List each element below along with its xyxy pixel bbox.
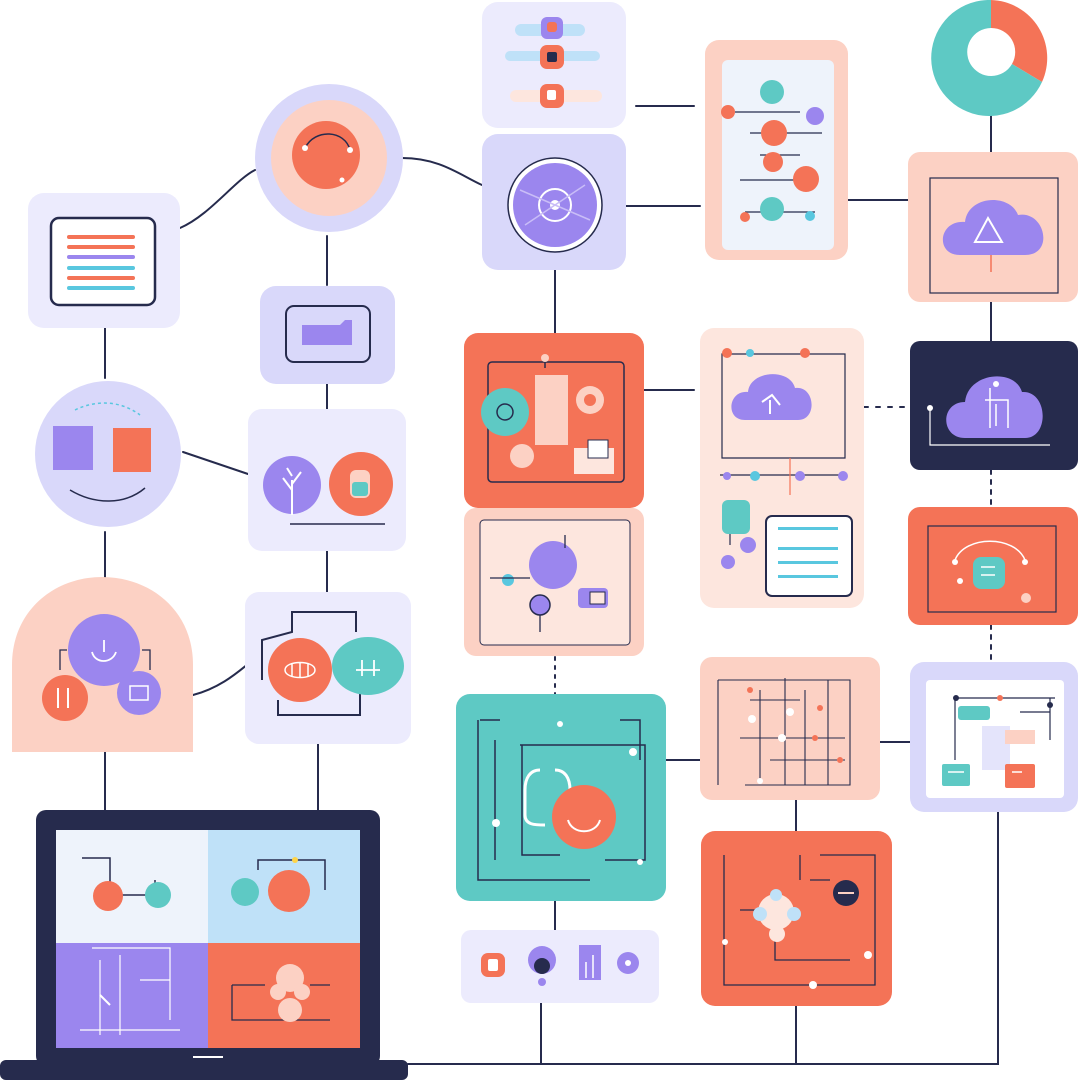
edge-blob-to-gear xyxy=(401,157,483,186)
chip-icon xyxy=(42,671,161,721)
document-card[interactable] xyxy=(28,193,180,328)
cloud-icon xyxy=(731,374,812,420)
coral-route-card[interactable] xyxy=(908,507,1078,625)
top-list-card[interactable] xyxy=(482,2,626,128)
purple-gear-icon xyxy=(507,157,603,253)
folder-icon xyxy=(285,305,371,363)
edge-bottom-bus xyxy=(407,811,999,1065)
coral-blob-circle[interactable] xyxy=(255,84,403,232)
coral-puzzle-card[interactable] xyxy=(701,831,892,1006)
teal-circuit-card[interactable] xyxy=(456,694,666,901)
route-icon xyxy=(952,540,1031,603)
node-list-icon xyxy=(721,80,824,222)
cloud-icon xyxy=(942,199,1044,272)
purple-gear-card[interactable] xyxy=(482,134,626,270)
coral-blob-icon xyxy=(292,121,360,189)
network-node-icon xyxy=(490,535,608,632)
teal-circle-icon xyxy=(332,637,404,695)
badge-icon xyxy=(329,452,393,516)
window-icon xyxy=(942,695,1055,788)
purple-node-card[interactable] xyxy=(464,508,644,656)
cloud-triangle-card[interactable] xyxy=(908,152,1078,302)
circuit-icon xyxy=(717,678,851,786)
donut-chart-icon xyxy=(931,0,1048,116)
puzzle-icon xyxy=(753,889,801,942)
toggle-list-icon xyxy=(505,17,602,108)
peach-circuit-card[interactable] xyxy=(700,657,880,800)
dashboard-panel-card[interactable] xyxy=(464,333,644,508)
navy-cloud-card[interactable] xyxy=(910,341,1078,470)
circuit-icon xyxy=(477,719,646,881)
square-pair-icon xyxy=(53,402,151,502)
dashboard-icon xyxy=(481,354,614,474)
cloud-upload-icon xyxy=(927,376,1050,446)
laptop[interactable] xyxy=(0,810,408,1080)
puzzle-icon xyxy=(270,964,310,1022)
edge-arch-to-circles xyxy=(192,663,249,696)
folder-card[interactable] xyxy=(260,286,395,384)
text-lines-icon xyxy=(49,216,157,307)
two-circles-card[interactable] xyxy=(245,592,411,744)
mini-windows-card[interactable] xyxy=(910,662,1078,812)
laptop-screen xyxy=(56,830,360,1048)
connector-lines xyxy=(104,105,999,1065)
text-lines-icon xyxy=(765,515,853,597)
plant-icon xyxy=(263,456,321,515)
purple-face-icon xyxy=(59,614,151,686)
cloud-flow-card[interactable] xyxy=(700,328,864,608)
coral-circle-icon xyxy=(268,638,332,702)
edge-document-to-blob xyxy=(179,169,256,229)
badge-icon xyxy=(481,953,505,977)
plant-badge-card[interactable] xyxy=(248,409,406,551)
donut-chart xyxy=(931,0,1048,116)
pin-icon xyxy=(528,946,556,986)
edge-squares-to-plant xyxy=(182,451,249,475)
two-squares-circle[interactable] xyxy=(35,381,181,527)
peach-arch[interactable] xyxy=(12,577,193,752)
chart-icon xyxy=(579,945,601,980)
icon-strip[interactable] xyxy=(461,930,659,1003)
dot-icon xyxy=(617,952,639,974)
connector-list-card[interactable] xyxy=(705,40,848,260)
